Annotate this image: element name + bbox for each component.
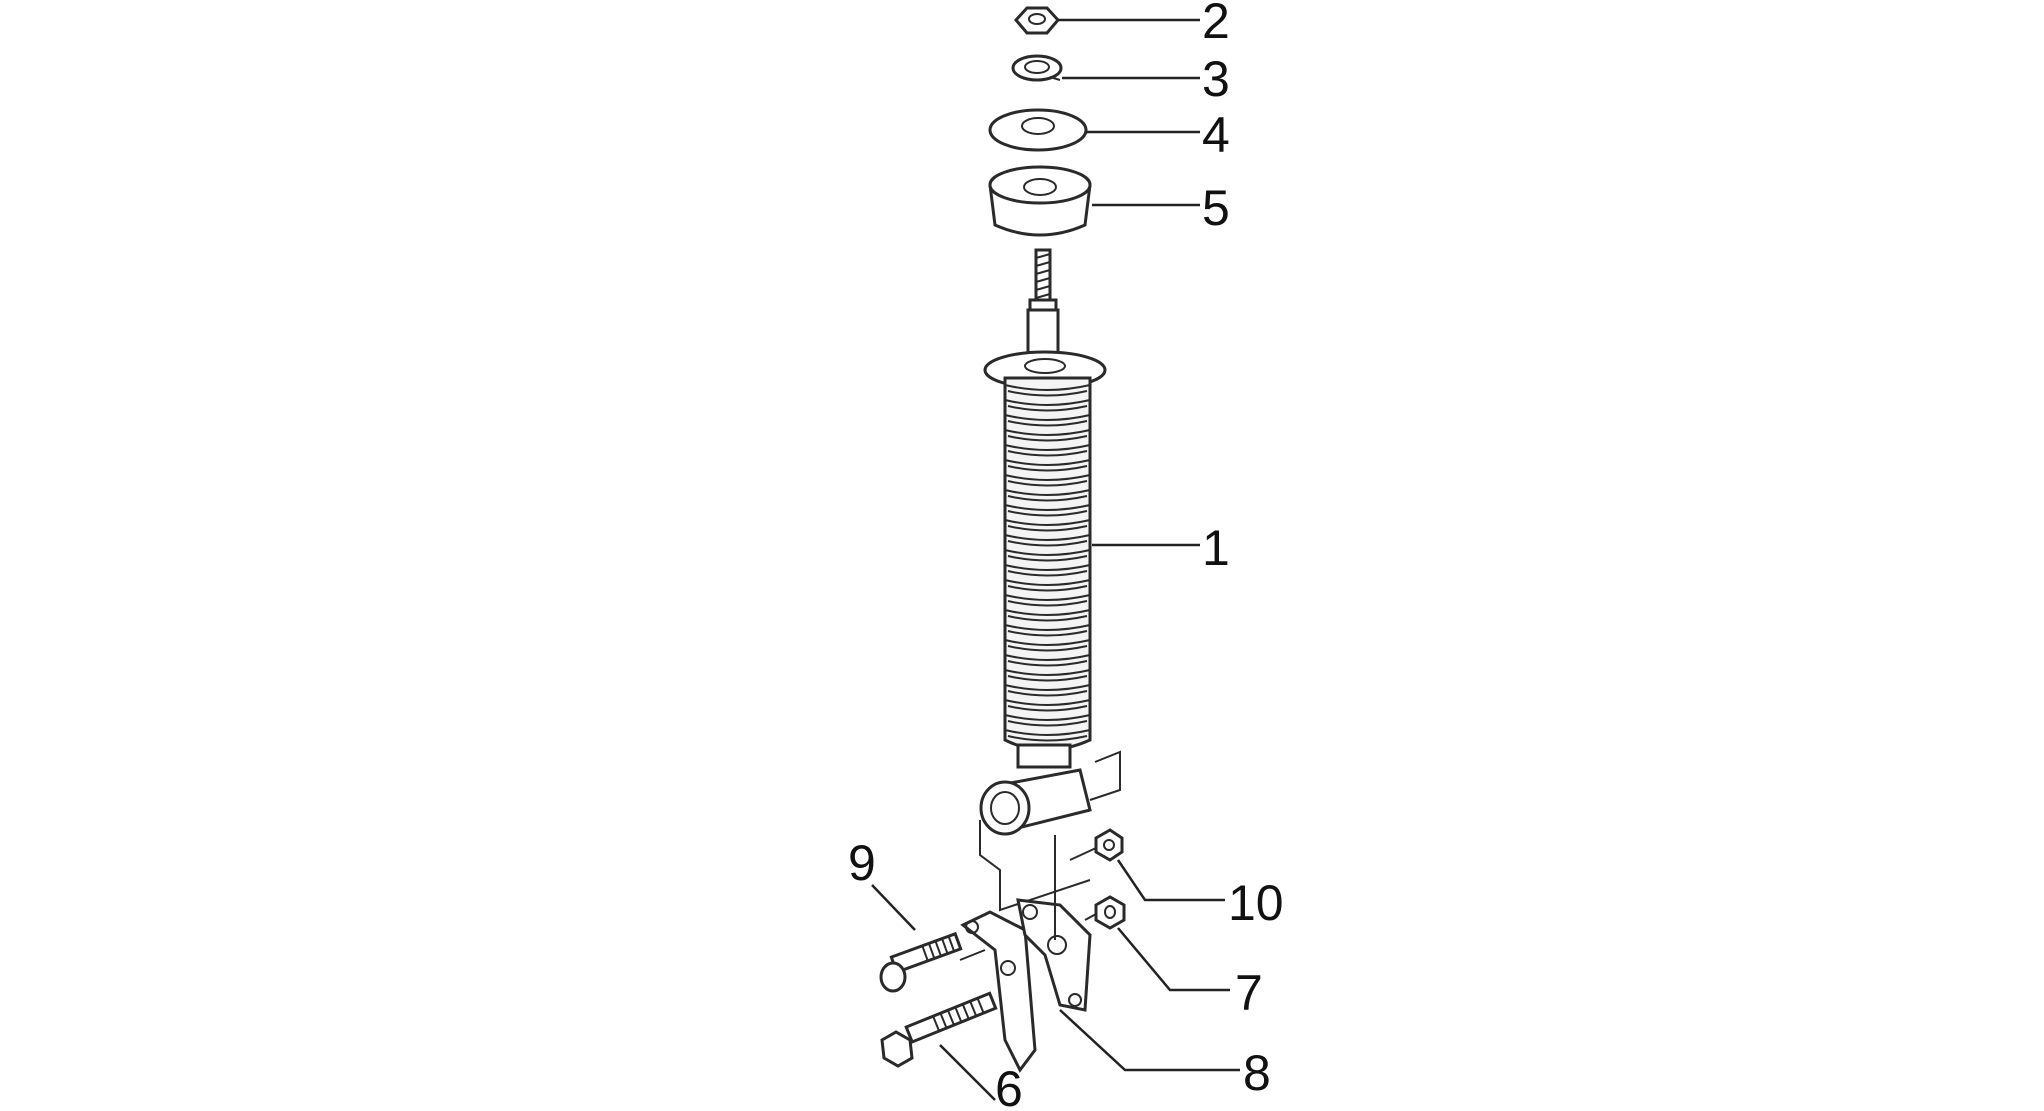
spring-coil <box>1004 624 1091 631</box>
spring-coil-inner <box>1007 555 1088 562</box>
spring-coil-inner <box>1007 450 1088 457</box>
part-shock-absorber <box>979 248 1121 912</box>
spring-coil-inner <box>1007 660 1088 667</box>
spring-coils <box>1004 384 1091 742</box>
spring-coil-inner <box>1007 570 1088 577</box>
spring-coil <box>1004 459 1091 466</box>
callout-7: 7 <box>1235 965 1263 1021</box>
callout-9: 9 <box>848 835 876 891</box>
callout-4: 4 <box>1202 107 1230 163</box>
spring-coil-inner <box>1007 720 1088 727</box>
spring-coil <box>1004 549 1091 556</box>
spring-coil <box>1004 519 1091 526</box>
spring-coil-inner <box>1007 585 1088 592</box>
spring-coil <box>1004 594 1091 601</box>
spring-coil <box>1004 474 1091 481</box>
spring-coil <box>1004 564 1091 571</box>
callout-6: 6 <box>995 1061 1023 1111</box>
spring-coil-inner <box>1007 465 1088 472</box>
spring-coil <box>1004 414 1091 421</box>
spring-coil <box>1004 669 1091 676</box>
spring-coil-inner <box>1007 510 1088 517</box>
spring-coil-inner <box>1007 405 1088 412</box>
spring-coil-inner <box>1007 525 1088 532</box>
part-nut <box>1014 6 1060 35</box>
part-bolt-long <box>880 949 998 1068</box>
spring-coil <box>1004 714 1091 721</box>
part-lock-washer <box>1011 54 1063 82</box>
spring-coil <box>1004 639 1091 646</box>
spring-coil <box>1004 444 1091 451</box>
spring-coil-inner <box>1007 690 1088 697</box>
spring-coil <box>1004 684 1091 691</box>
callout-8: 8 <box>1243 1045 1271 1101</box>
spring-coil-inner <box>1007 540 1088 547</box>
spring-coil-inner <box>1007 705 1088 712</box>
spring-coil-inner <box>1007 675 1088 682</box>
callout-10: 10 <box>1228 875 1284 931</box>
spring-coil <box>1004 384 1091 391</box>
spring-coil-inner <box>1007 390 1088 397</box>
spring-coil-inner <box>1007 435 1088 442</box>
spring-coil <box>1004 579 1091 586</box>
spring-coil <box>1004 399 1091 406</box>
spring-coil-inner <box>1007 735 1088 742</box>
spring-coil-inner <box>1007 495 1088 502</box>
part-nut-upper <box>1069 828 1124 862</box>
spring-coil <box>1004 609 1091 616</box>
spring-coil <box>1004 429 1091 436</box>
part-rubber-bushing <box>988 165 1092 237</box>
spring-coil <box>1004 504 1091 511</box>
spring-coil <box>1004 489 1091 496</box>
leader-lines <box>871 18 1240 1101</box>
spring-coil-inner <box>1007 480 1088 487</box>
part-bolt-short <box>879 931 963 993</box>
part-nut-lower <box>1084 895 1126 930</box>
spring-coil-inner <box>1007 645 1088 652</box>
spring-coil-inner <box>1007 630 1088 637</box>
spring-coil <box>1004 699 1091 706</box>
callout-2: 2 <box>1202 0 1230 49</box>
callout-1: 1 <box>1202 520 1230 576</box>
callout-5: 5 <box>1202 180 1230 236</box>
spring-coil <box>1004 729 1091 736</box>
spring-coil <box>1004 654 1091 661</box>
callout-3: 3 <box>1202 51 1230 107</box>
spring-coil <box>1004 534 1091 541</box>
part-flat-washer <box>988 108 1088 152</box>
callout-labels: 2 3 4 5 1 9 10 7 8 6 <box>848 0 1284 1111</box>
part-bracket <box>960 835 1092 1073</box>
spring-coil-inner <box>1007 600 1088 607</box>
spring-coil-inner <box>1007 615 1088 622</box>
spring-coil-inner <box>1007 420 1088 427</box>
